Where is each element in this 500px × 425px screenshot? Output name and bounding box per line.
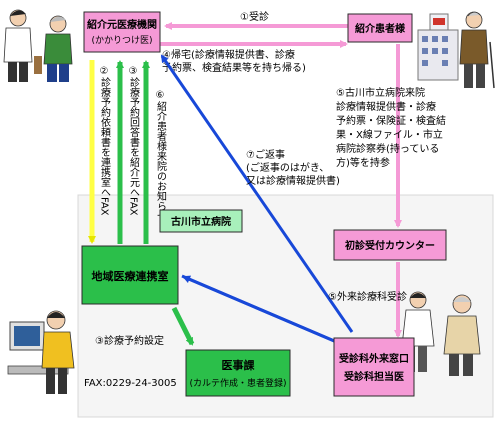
step6-label: ⑥紹介患者様来院のお知らせ [155,90,167,221]
step5b-label: ⑤外来診療科受診 [328,290,407,303]
regional-office-box: 地域医療連携室 [81,245,179,305]
step7-line2: (ご返事のはがき、 [246,161,329,174]
step3-label: ③診療予約回答書を紹介元へFAX [128,66,140,216]
step7-line3: 又は診療情報提供書) [246,174,340,187]
step5-line5: 病院診察券(持っている [336,142,439,155]
arrow-desk-to-office [182,275,347,348]
medical-affairs-title: 医事課 [222,358,256,372]
medical-affairs-box: 医事課 (カルテ作成・患者登録) [185,349,291,397]
step5-line1: ⑤古川市立病院来院 [336,86,425,99]
referred-patient-title: 紹介患者様 [355,22,406,35]
referring-clinic-title: 紹介元医療機関 [87,18,157,31]
hospital-title: 古川市立病院 [171,215,231,228]
step4-label-line2: 予約票、検査結果等を持ち帰る) [162,61,306,74]
first-visit-counter-title: 初診受付カウンター [345,239,435,252]
step3b-label: ③診療予約設定 [95,334,164,347]
referred-patient-box: 紹介患者様 [347,13,413,43]
arrow-step3b [171,306,195,346]
step5-line4: 果・X線ファイル・市立 [336,128,443,141]
regional-office-title: 地域医療連携室 [92,269,169,283]
step5-line3: 予約票・保険証・検査結 [336,114,446,127]
step1-label: ①受診 [240,10,269,23]
hospital-label-box: 古川市立病院 [159,209,243,233]
outpatient-desk-box: 受診科外来窓口 受診科担当医 [333,337,415,397]
step2-label: ②診療予約依頼書を連携室へFAX [99,66,111,216]
arrow-step7 [160,54,354,333]
fax-number: FAX:0229-24-3005 [84,378,177,389]
step5-line6: 方)等を持参 [336,156,390,169]
hospital-building-icon [417,13,459,81]
step5-line2: 診療情報提供書・診療 [336,100,436,113]
outpatient-desk-subtitle: 受診科担当医 [344,370,404,383]
medical-affairs-subtitle: (カルテ作成・患者登録) [189,377,286,389]
step4-label-line1: ④帰宅(診療情報提供書、診療 [162,48,295,61]
first-visit-counter-box: 初診受付カウンター [333,229,447,261]
referring-clinic-subtitle: (かかりつけ医) [91,35,152,46]
referring-clinic-box: 紹介元医療機関 (かかりつけ医) [83,11,161,53]
step7-line1: ⑦ご返事 [246,148,285,161]
elderly-patient-icon [459,11,495,89]
clinic-doctor-icon [3,9,73,82]
receptionist-computer-icon [7,310,75,394]
outpatient-desk-title: 受診科外来窓口 [339,352,409,365]
